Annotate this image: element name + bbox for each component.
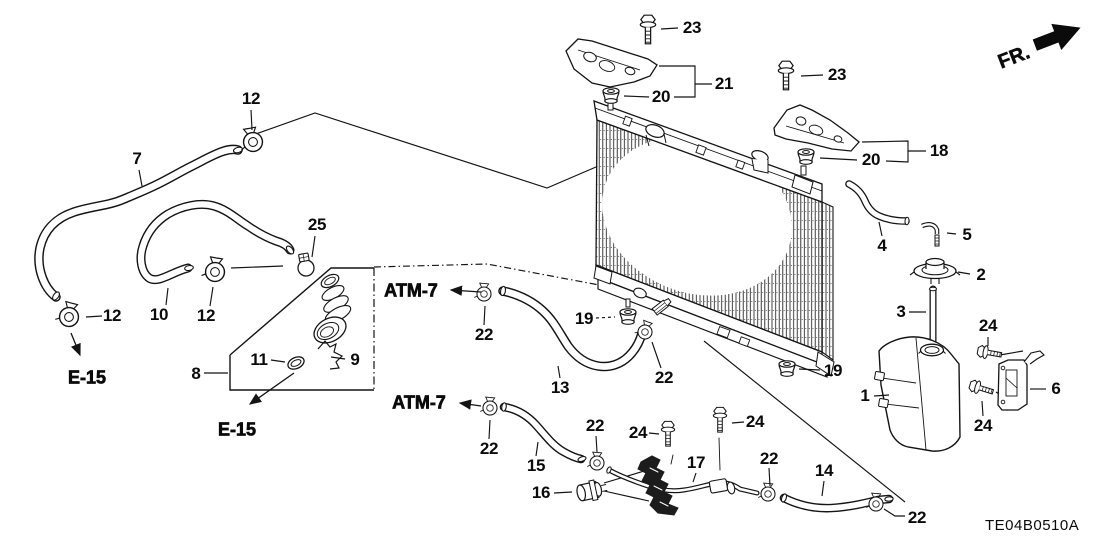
hose-clamp-22 [479, 396, 498, 416]
radiator-outlet [633, 287, 647, 299]
leader-line [692, 472, 697, 483]
leader-line [483, 305, 486, 326]
water-hose-15 [499, 402, 587, 464]
fr-direction: FR. [995, 23, 1081, 74]
radiator-mount-pin-right [800, 165, 807, 176]
tank-bracket-6 [997, 350, 1045, 411]
hose-clamp-22 [757, 482, 776, 502]
connecting-pipe-25 [313, 273, 352, 344]
radiator-upper-mount-tab [791, 174, 814, 195]
joint-16 [576, 479, 608, 502]
pipe-joint [708, 478, 736, 495]
hose-clamp-12 [53, 299, 82, 329]
ref-arrow [449, 285, 482, 296]
bracket-18 [773, 104, 860, 152]
leader-line [873, 394, 890, 397]
leader-line [270, 359, 286, 363]
atf-cooler-port [716, 325, 731, 339]
leader-line [138, 169, 143, 187]
ref-arrows [70, 285, 482, 410]
cushion-20 [797, 148, 815, 165]
leader-line [821, 480, 825, 497]
bolt-24 [660, 420, 676, 447]
atf-cooler-port [738, 336, 751, 348]
water-hose-10 [136, 199, 295, 285]
leader-line [165, 287, 169, 306]
section-box-8 [229, 267, 375, 391]
bolt-24 [967, 378, 996, 399]
leader-line [648, 432, 660, 435]
reserve-tank-hose-4 [845, 180, 910, 226]
leader-line [660, 27, 679, 30]
leader-line [209, 286, 214, 307]
leader-line [883, 508, 905, 517]
leader-line [861, 140, 926, 152]
radiator-side-band [821, 201, 834, 362]
leader-line [946, 232, 957, 235]
leader-line [330, 356, 346, 360]
leader-line [595, 316, 616, 319]
radiator [593, 100, 835, 378]
radiator-cap-2 [909, 257, 961, 284]
fr-arrow-icon [1032, 23, 1081, 51]
cushion-19 [619, 308, 637, 325]
leader-line [311, 235, 316, 258]
leader-line [651, 341, 662, 369]
leader-line [85, 315, 103, 318]
leader-line [731, 421, 745, 424]
bracket-21 [565, 38, 658, 88]
reserve-tank-1 [874, 336, 961, 452]
water-hose-7 [34, 144, 244, 302]
leader-line [250, 109, 253, 131]
leader-line [674, 84, 696, 98]
leader-line [535, 441, 539, 457]
radiator-filler-neck [751, 150, 769, 174]
ref-arrow [458, 399, 482, 410]
leader-line [488, 419, 491, 440]
leader-line [768, 467, 771, 487]
witness-lines [230, 112, 1024, 503]
pipe-bracket [637, 455, 679, 516]
leader-line [595, 435, 598, 453]
drain-petcock [651, 298, 672, 316]
o-ring-11 [287, 356, 305, 370]
ref-arrow [248, 372, 295, 405]
leader-line [819, 157, 858, 161]
bolt-24 [976, 343, 1003, 362]
atf-pipe-17 [606, 437, 760, 516]
leader-lines [85, 27, 1046, 517]
leader-line [659, 65, 712, 85]
fr-label: FR. [995, 41, 1033, 73]
tank-cap [918, 343, 946, 357]
joint-9 [317, 340, 344, 370]
diagram-code: TE04B0510A [985, 517, 1079, 534]
hose-clip-5 [921, 222, 940, 247]
leader-line [981, 400, 984, 417]
bolt-24 [712, 406, 728, 433]
hoses [34, 144, 937, 516]
reserve-tank-tube-3 [929, 285, 937, 345]
hose-clamp-22 [586, 451, 605, 471]
bolt-23 [777, 60, 795, 91]
ref-arrow [70, 332, 81, 357]
leader-line [553, 491, 573, 494]
hose-clamp-12 [200, 255, 227, 283]
bolt-23 [639, 14, 657, 45]
leader-line [957, 271, 971, 275]
leader-line [885, 151, 909, 163]
leader-line [798, 368, 821, 371]
leader-line [557, 365, 561, 379]
leader-line [623, 95, 650, 98]
cushion-19 [778, 360, 796, 377]
cushion-20 [602, 87, 620, 104]
leader-line [800, 74, 824, 77]
leader-line [878, 221, 883, 237]
